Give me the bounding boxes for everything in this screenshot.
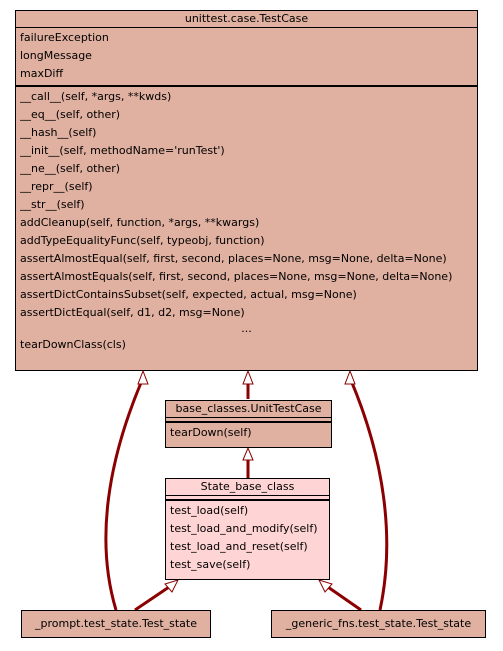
method: addCleanup(self, function, *args, **kwar… xyxy=(20,216,260,229)
class-unittestcase[interactable]: base_classes.UnitTestCase tearDown(self) xyxy=(165,400,332,448)
method: __str__(self) xyxy=(20,198,85,211)
method: __repr__(self) xyxy=(20,180,93,193)
class-state-base-methods: test_load(self) test_load_and_modify(sel… xyxy=(166,499,329,576)
attribute: maxDiff xyxy=(20,67,64,80)
method: test_load_and_reset(self) xyxy=(170,540,308,553)
class-state-base-name: State_base_class xyxy=(200,480,295,493)
arrowhead-testcase-right xyxy=(344,369,356,385)
class-testcase[interactable]: unittest.case.TestCase failureException … xyxy=(15,10,478,371)
method: tearDownClass(cls) xyxy=(20,338,126,351)
attribute: longMessage xyxy=(20,49,92,62)
class-testcase-methods: __call__(self, *args, **kwds) __eq__(sel… xyxy=(16,85,477,356)
arrowhead-testcase-left xyxy=(137,369,149,385)
arrowhead-state-left xyxy=(164,579,179,593)
method: __init__(self, methodName='runTest') xyxy=(20,144,225,157)
attribute: failureException xyxy=(20,31,109,44)
class-unittestcase-attributes xyxy=(166,417,331,421)
class-unittestcase-methods: tearDown(self) xyxy=(166,421,331,444)
class-generic-test-state[interactable]: _generic_fns.test_state.Test_state xyxy=(271,610,486,638)
edge-prompt-to-state xyxy=(134,583,173,612)
method: test_save(self) xyxy=(170,558,251,571)
class-unittestcase-name: base_classes.UnitTestCase xyxy=(175,402,322,415)
arrowhead-unittestcase xyxy=(242,446,254,461)
method: assertDictContainsSubset(self, expected,… xyxy=(20,288,357,301)
method: __call__(self, *args, **kwds) xyxy=(20,90,172,103)
method: tearDown(self) xyxy=(170,426,252,439)
method: assertAlmostEquals(self, first, second, … xyxy=(20,270,453,283)
class-testcase-name: unittest.case.TestCase xyxy=(184,12,309,25)
arrowhead-state-right xyxy=(318,579,333,593)
method: assertDictEqual(self, d1, d2, msg=None) xyxy=(20,306,245,319)
method: __hash__(self) xyxy=(20,126,97,139)
edge-generic-to-state xyxy=(324,583,362,612)
method: test_load_and_modify(self) xyxy=(170,522,318,535)
class-testcase-attributes: failureException longMessage maxDiff xyxy=(16,27,477,85)
methods-ellipsis: ... xyxy=(241,322,252,335)
edge-prompt-to-testcase xyxy=(104,377,145,611)
arrowhead-testcase-center xyxy=(242,369,254,385)
class-prompt-test-state[interactable]: _prompt.test_state.Test_state xyxy=(21,610,211,638)
class-generic-test-state-name: _generic_fns.test_state.Test_state xyxy=(285,617,472,630)
edge-generic-to-testcase xyxy=(348,377,389,611)
class-prompt-test-state-name: _prompt.test_state.Test_state xyxy=(34,617,197,630)
class-state-base[interactable]: State_base_class test_load(self) test_lo… xyxy=(165,478,330,580)
method: __ne__(self, other) xyxy=(20,162,121,175)
method: assertAlmostEqual(self, first, second, p… xyxy=(20,252,447,265)
method: addTypeEqualityFunc(self, typeobj, funct… xyxy=(20,234,265,247)
method: __eq__(self, other) xyxy=(20,108,121,121)
class-state-base-attributes xyxy=(166,495,329,499)
method: test_load(self) xyxy=(170,504,249,517)
